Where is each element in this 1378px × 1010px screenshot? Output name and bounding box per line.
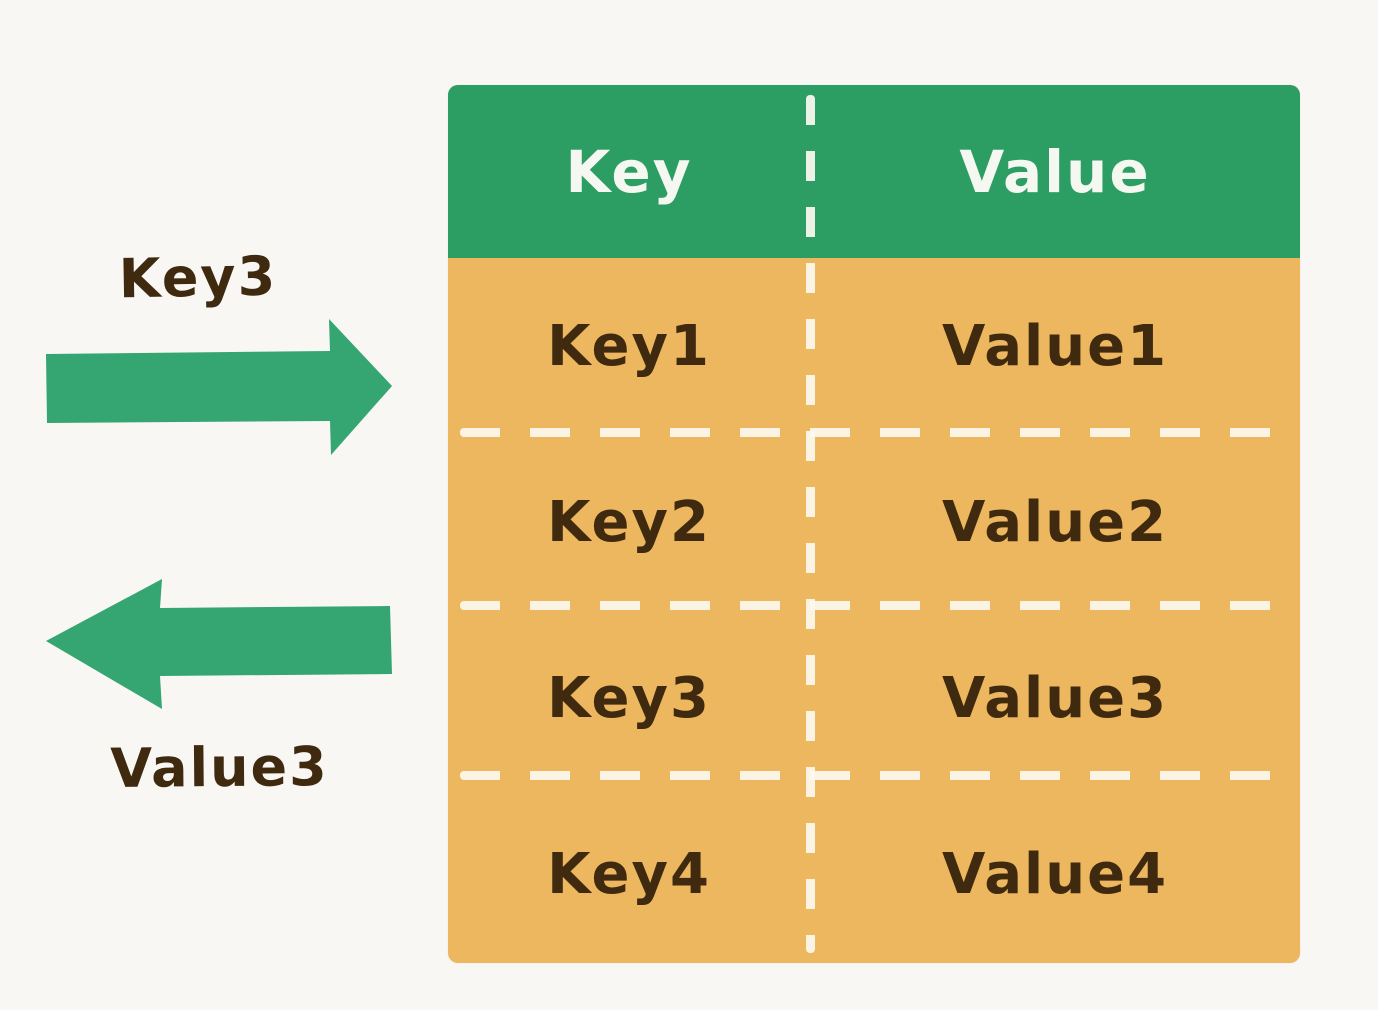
table-body: Key1 Value1 Key2 Value2 Key3 Value3 Key4… (448, 258, 1300, 963)
value-cell: Value3 (941, 666, 1169, 732)
key-cell: Key1 (547, 313, 711, 379)
table-row: Key1 Value1 (448, 258, 1300, 434)
lookup-key-label: Key3 (118, 244, 278, 311)
value-cell: Value1 (941, 313, 1169, 379)
header-cell-key: Key (565, 137, 693, 206)
column-divider (806, 95, 815, 953)
header-cell-value: Value (959, 137, 1151, 206)
key-cell: Key4 (547, 842, 711, 908)
row-divider (460, 601, 1288, 610)
table-header-row: Key Value (448, 85, 1300, 258)
arrow-right-icon (40, 308, 400, 468)
returned-value-label: Value3 (110, 735, 329, 800)
key-cell: Key2 (547, 489, 711, 555)
value-cell: Value4 (941, 842, 1169, 908)
table-row: Key4 Value4 (448, 787, 1300, 963)
arrow-left-icon (38, 570, 398, 720)
key-value-table: Key Value Key1 Value1 Key2 Value2 Key3 V… (448, 85, 1300, 963)
table-row: Key3 Value3 (448, 611, 1300, 787)
key-cell: Key3 (547, 666, 711, 732)
table-row: Key2 Value2 (448, 434, 1300, 610)
value-cell: Value2 (941, 489, 1169, 555)
row-divider (460, 771, 1288, 780)
row-divider (460, 428, 1288, 437)
